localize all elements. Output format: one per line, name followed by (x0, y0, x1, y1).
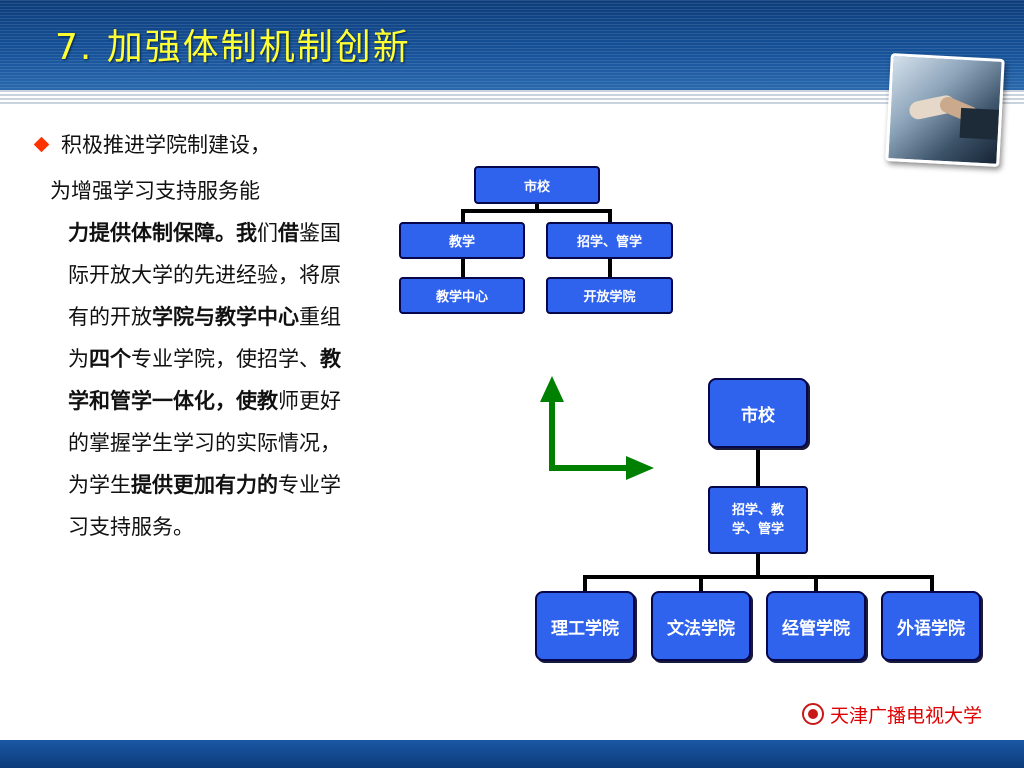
org-node-college-science-engineering: 理工学院 (535, 591, 635, 661)
university-name: 天津广播电视大学 (830, 704, 983, 727)
org-node-unified-office: 招学、教 学、管学 (708, 486, 808, 554)
body-text-run: 鉴国际开放大学的先进经验，将原有的开放 (68, 221, 341, 329)
lead-line: 为增强学习支持服务能 (50, 179, 260, 203)
org-node-admission-management: 招学、管学 (546, 222, 673, 259)
connector-line (535, 204, 539, 213)
emphasized-text: 学院与教学中心 (152, 305, 299, 329)
diamond-bullet-icon (33, 136, 50, 153)
slide-title: 7. 加强体制机制创新 (55, 27, 411, 68)
header-bar (0, 0, 1024, 100)
body-text-run: 们 (257, 221, 278, 245)
footer-bar (0, 740, 1024, 768)
org-node-root-new: 市校 (708, 378, 808, 448)
org-node-college-foreign-languages: 外语学院 (881, 591, 981, 661)
connector-line (608, 209, 612, 222)
bullet-line: 积极推进学院制建设， (30, 128, 370, 162)
org-node-teaching: 教学 (399, 222, 525, 259)
arrow-head-up (540, 376, 564, 402)
connector-line (756, 554, 760, 578)
org-node-college-economics-management: 经管学院 (766, 591, 866, 661)
bullet-text: 积极推进学院制建设， (61, 133, 271, 157)
connector-line (930, 575, 934, 591)
header-stripes (0, 90, 1024, 104)
connector-line (814, 575, 818, 591)
unified-office-line-1: 招学、教 (731, 503, 784, 518)
arrow-elbow (549, 400, 628, 471)
university-logo: 天津广播电视大学 (802, 700, 982, 728)
body-text-block: 积极推进学院制建设， 为增强学习支持服务能 力提供体制保障。我们借鉴国际开放大学… (30, 128, 370, 548)
connector-line (756, 448, 760, 486)
body-text-run: 重组为 (68, 305, 341, 371)
body-text-run: 专业学习支持服务。 (68, 473, 341, 539)
org-node-teaching-center: 教学中心 (399, 277, 525, 314)
org-node-college-arts-law: 文法学院 (651, 591, 751, 661)
connector-line (583, 575, 587, 591)
sleeve-shape (959, 107, 1000, 140)
emphasized-text: 力提供体制保障。我 (68, 221, 257, 245)
connector-line (461, 209, 612, 213)
handshake-photo (885, 53, 1005, 167)
connector-line (583, 575, 934, 579)
emphasized-text: 四个 (89, 347, 131, 371)
body-text-run: 专业学院，使招学、 (131, 347, 320, 371)
unified-office-line-2: 学、管学 (731, 522, 784, 537)
connector-line (461, 259, 465, 277)
emblem-icon (802, 703, 824, 725)
connector-line (461, 209, 465, 222)
arrow-head-right (626, 456, 654, 480)
org-node-open-college: 开放学院 (546, 277, 673, 314)
body-paragraph: 力提供体制保障。我们借鉴国际开放大学的先进经验，将原有的开放学院与教学中心重组为… (30, 212, 358, 548)
connector-line (608, 259, 612, 277)
emphasized-text: 教学和管学一体化，使教 (68, 347, 341, 413)
org-node-root-old: 市校 (474, 166, 600, 204)
emphasized-text: 借 (278, 221, 299, 245)
emphasized-text: 提供更加有力的 (131, 473, 278, 497)
transform-arrow-icon (540, 376, 654, 480)
connector-line (699, 575, 703, 591)
body-text-run: 师更好的掌握学生学习的实际情况，为学生 (68, 389, 341, 497)
